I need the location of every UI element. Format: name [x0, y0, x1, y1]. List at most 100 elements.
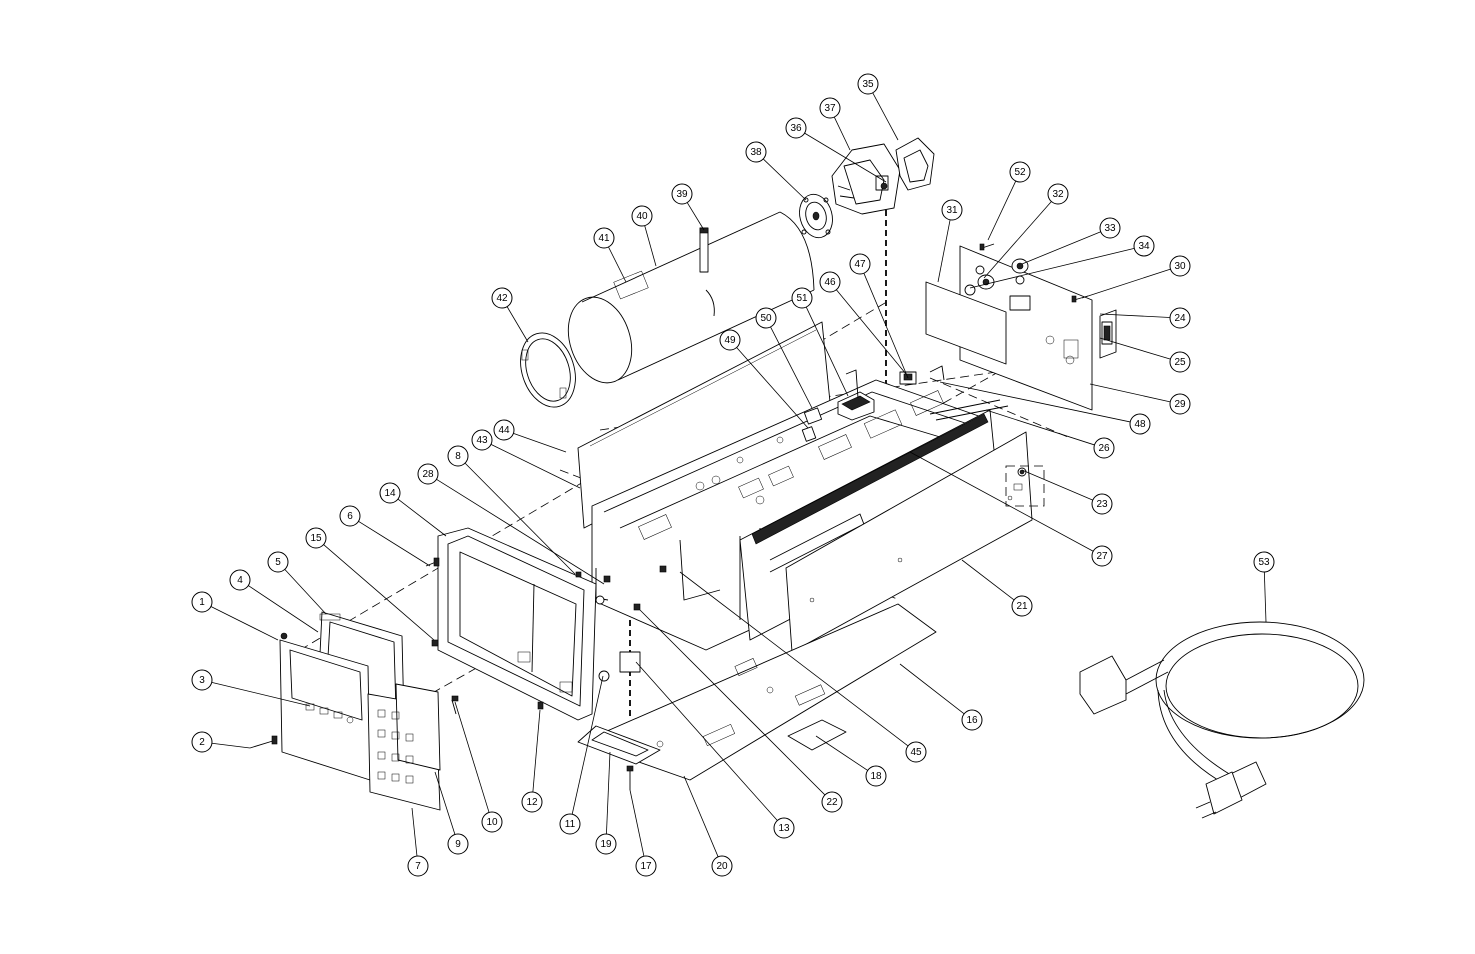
callout-number: 51	[796, 293, 808, 304]
callout-6: 6	[339, 505, 431, 567]
callout-number: 49	[724, 335, 736, 346]
callout-leader-line	[211, 681, 311, 707]
callout-number: 18	[870, 771, 882, 782]
callout-leader-line	[644, 225, 657, 267]
callout-balloon	[379, 482, 401, 504]
callout-leader-line	[1021, 469, 1093, 501]
callout-number: 41	[598, 233, 610, 244]
callout-leader-line	[513, 432, 567, 453]
callout-number: 4	[237, 575, 243, 586]
callout-9: 9	[434, 771, 469, 855]
callout-balloon	[595, 833, 617, 855]
callout-leader-line	[1099, 313, 1171, 318]
callout-number: 17	[640, 861, 652, 872]
callout-leader-line	[323, 544, 435, 641]
callout-balloon	[191, 731, 213, 753]
front-screws	[249, 557, 544, 749]
callout-balloon	[961, 709, 983, 731]
callout-23: 23	[1021, 469, 1113, 515]
callout-47: 47	[849, 253, 909, 379]
callout-number: 26	[1098, 443, 1110, 454]
callout-balloon	[711, 855, 733, 877]
callout-18: 18	[815, 735, 887, 787]
callout-number: 43	[476, 435, 488, 446]
callout-leader-line	[805, 306, 849, 397]
callout-number: 7	[415, 861, 421, 872]
callout-balloon	[1091, 545, 1113, 567]
callout-leader-line	[815, 735, 868, 771]
callout-balloon	[1129, 413, 1151, 435]
callout-balloon	[305, 527, 327, 549]
callout-balloon	[481, 811, 503, 833]
callout-leader-line	[1263, 571, 1267, 623]
callout-balloon	[1169, 307, 1191, 329]
callout-leader-line	[211, 742, 251, 749]
callout-48: 48	[939, 381, 1151, 435]
callout-balloon	[1093, 437, 1115, 459]
callout-number: 40	[636, 211, 648, 222]
callout-leader-line	[683, 775, 719, 857]
callout-balloon	[941, 199, 963, 221]
front-bezel	[279, 632, 371, 781]
callout-leader-line	[436, 478, 605, 585]
callout-balloon	[1047, 183, 1069, 205]
callout-balloon	[773, 817, 795, 839]
callout-number: 3	[199, 675, 205, 686]
callout-21: 21	[961, 559, 1033, 617]
callout-number: 44	[498, 425, 510, 436]
callout-number: 46	[824, 277, 836, 288]
callout-number: 15	[310, 533, 322, 544]
callout-leader-line	[1099, 337, 1171, 360]
callout-balloon	[267, 551, 289, 573]
callout-leader-line	[608, 246, 627, 283]
callout-number: 1	[199, 597, 205, 608]
callout-leader-line	[736, 347, 809, 429]
callout-number: 20	[716, 861, 728, 872]
callout-balloon	[849, 253, 871, 275]
callout-number: 6	[347, 511, 353, 522]
callout-leader-line	[833, 116, 851, 151]
callout-number: 13	[778, 823, 790, 834]
slot-plate	[577, 725, 661, 765]
callout-26: 26	[985, 409, 1115, 459]
callout-balloon	[559, 813, 581, 835]
callout-balloon	[1099, 217, 1121, 239]
callout-35: 35	[857, 73, 899, 141]
callout-27: 27	[909, 451, 1113, 567]
callout-balloon	[719, 329, 741, 351]
callout-14: 14	[379, 482, 447, 537]
callout-number: 21	[1016, 601, 1028, 612]
callout-leader-line	[770, 326, 813, 409]
callout-balloon	[447, 445, 469, 467]
callout-number: 8	[455, 451, 461, 462]
callout-2: 2	[191, 731, 251, 753]
callout-leader-line	[464, 462, 576, 575]
front-frame	[437, 527, 597, 721]
callout-balloon	[755, 307, 777, 329]
callout-leader-line	[937, 219, 951, 283]
callout-43: 43	[471, 429, 581, 489]
callout-number: 36	[790, 123, 802, 134]
callout-number: 37	[824, 103, 836, 114]
callout-leader-line	[985, 409, 1095, 446]
callout-20: 20	[683, 775, 733, 877]
callout-number: 45	[910, 747, 922, 758]
gear-ring	[799, 193, 833, 239]
callout-number: 19	[600, 839, 612, 850]
callout-leader-line	[983, 201, 1052, 279]
callout-balloon	[493, 419, 515, 441]
callout-38: 38	[745, 141, 807, 201]
callout-leader-line	[248, 585, 319, 633]
callout-12: 12	[521, 709, 543, 813]
callout-number: 39	[676, 189, 688, 200]
callout-balloon	[191, 669, 213, 691]
callout-leader-line	[506, 306, 529, 343]
callout-leader-line	[358, 520, 431, 567]
callout-4: 4	[229, 569, 319, 633]
callout-number: 24	[1174, 313, 1186, 324]
callout-number: 38	[750, 147, 762, 158]
callout-balloon	[819, 97, 841, 119]
callout-balloon	[1133, 235, 1155, 257]
callout-16: 16	[899, 663, 983, 731]
